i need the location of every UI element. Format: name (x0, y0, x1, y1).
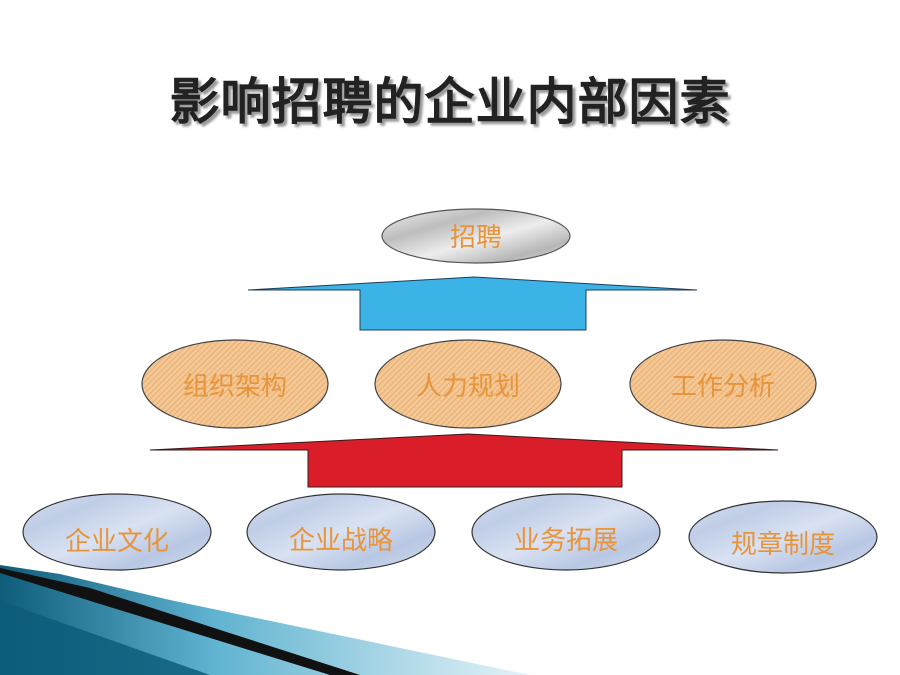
bottom-node-business: 业务拓展 (471, 493, 661, 571)
top-node-label: 招聘 (450, 223, 502, 253)
bottom-node-label: 业务拓展 (514, 526, 618, 556)
bottom-node-shape (246, 493, 436, 571)
middle-node-shape (374, 339, 562, 429)
middle-node-job-analysis: 工作分析 (629, 339, 817, 429)
bottom-node-label: 规章制度 (731, 530, 835, 560)
middle-node-hr-planning: 人力规划 (374, 339, 562, 429)
middle-node-organization: 组织架构 (141, 339, 329, 429)
middle-node-label: 组织架构 (183, 372, 287, 402)
bottom-node-label: 企业战略 (289, 526, 393, 556)
lower-arrow (149, 433, 779, 488)
middle-node-shape (629, 339, 817, 429)
slide-title: 影响招聘的企业内部因素 (169, 73, 731, 131)
middle-node-label: 工作分析 (671, 372, 775, 402)
decorative-swoosh (0, 565, 530, 675)
bottom-node-label: 企业文化 (65, 527, 169, 557)
top-node-shape (381, 208, 571, 264)
middle-node-label: 人力规划 (416, 372, 520, 402)
bottom-node-strategy: 企业战略 (246, 493, 436, 571)
middle-node-shape (141, 339, 329, 429)
bottom-node-shape (22, 493, 212, 571)
upper-arrow (247, 276, 698, 331)
bottom-node-shape (688, 500, 878, 574)
bottom-node-shape (471, 493, 661, 571)
top-node: 招聘 (381, 208, 571, 264)
bottom-node-rules: 规章制度 (688, 500, 878, 574)
bottom-node-culture: 企业文化 (22, 493, 212, 571)
